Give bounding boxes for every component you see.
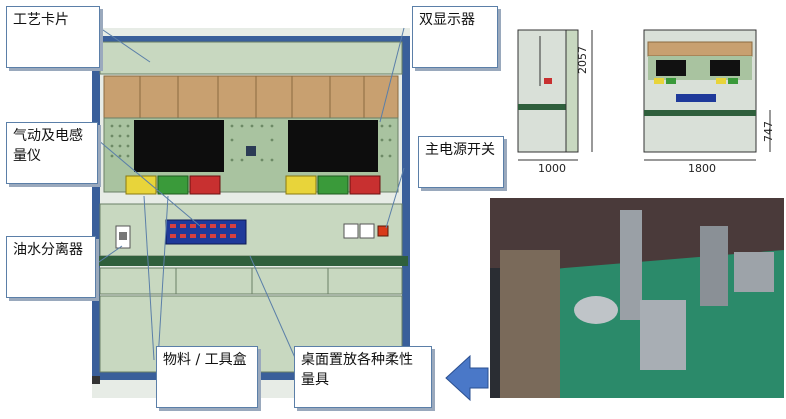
callout-desktop-gauges: 桌面置放各种柔性量具 — [294, 346, 432, 408]
width-dimension: 1800 — [688, 162, 716, 175]
bin-green-right — [317, 175, 349, 195]
bin-red-right — [349, 175, 381, 195]
callout-parts-box: 物料 / 工具盒 — [156, 346, 258, 408]
callout-desktop-gauges-text: 桌面置放各种柔性量具 — [301, 352, 413, 388]
callout-parts-box-text: 物料 / 工具盒 — [163, 352, 247, 368]
card-holder-strip — [103, 75, 399, 119]
callout-pneumatic-gauge-text: 气动及电感量仪 — [13, 128, 83, 164]
main-switch — [377, 225, 389, 237]
center-plate — [246, 146, 256, 156]
foot-left — [92, 376, 100, 384]
callout-pneumatic-gauge: 气动及电感量仪 — [6, 122, 98, 184]
height-dimension: 2057 — [576, 46, 589, 74]
callout-dual-display-text: 双显示器 — [419, 12, 475, 28]
leader-lines — [95, 27, 405, 361]
socket-1 — [343, 223, 359, 239]
callout-main-switch-text: 主电源开关 — [425, 142, 495, 158]
monitor-left — [134, 120, 224, 172]
bin-red-left — [189, 175, 221, 195]
callout-filter: 油水分离器 — [6, 236, 96, 298]
callout-filter-text: 油水分离器 — [13, 242, 83, 258]
callout-main-switch: 主电源开关 — [418, 136, 504, 188]
gauge-unit — [165, 219, 247, 245]
frame-left-post — [92, 36, 100, 380]
frame-right-post — [402, 36, 410, 380]
bin-yellow-right — [285, 175, 317, 195]
drawer-row — [99, 267, 403, 295]
bench-height-dimension: 747 — [762, 121, 775, 142]
socket-2 — [359, 223, 375, 239]
frame-top-bar — [92, 36, 410, 42]
arrow-left-icon — [445, 354, 489, 402]
callout-process-card-text: 工艺卡片 — [13, 12, 69, 28]
process-card-panel — [99, 41, 403, 75]
monitor-right — [288, 120, 378, 172]
callout-process-card: 工艺卡片 — [6, 6, 100, 68]
bin-green-left — [157, 175, 189, 195]
callout-dual-display: 双显示器 — [412, 6, 498, 68]
depth-dimension: 1000 — [538, 162, 566, 175]
